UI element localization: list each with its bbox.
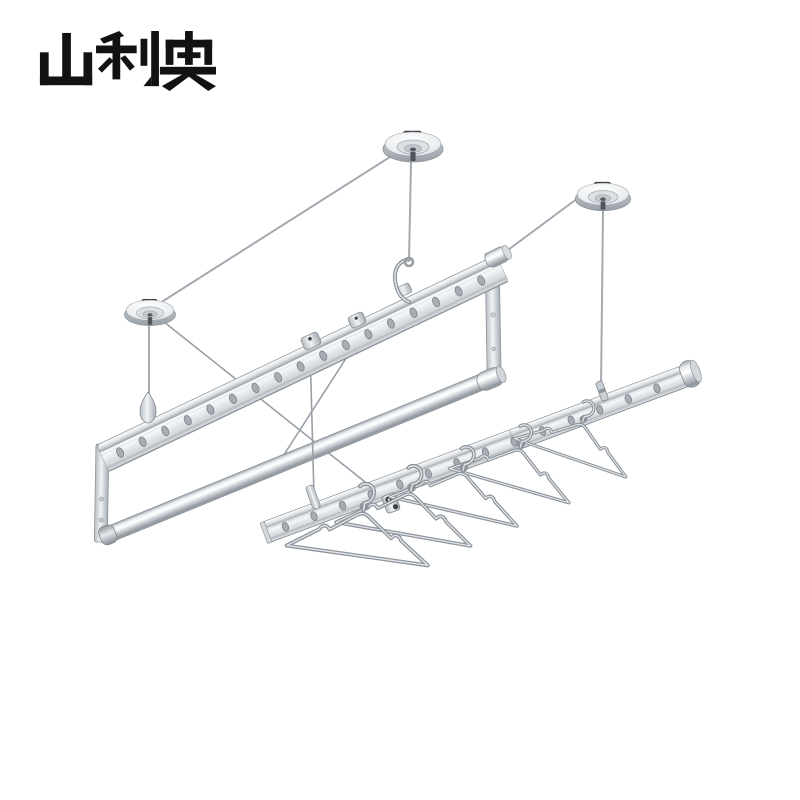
brand-logo-glyphs [39, 31, 216, 91]
frame-top-corner-cap [484, 244, 512, 268]
ceiling-mount-center [382, 130, 444, 163]
right-drop-cable [600, 210, 604, 390]
tube-left-cap [98, 524, 118, 546]
center-drop-cable [408, 161, 412, 262]
ceiling-run-cable-left [159, 156, 391, 304]
ceiling-run-cable-right [499, 197, 579, 257]
diagonal-support-cable [158, 317, 390, 502]
cable-tensioner [139, 391, 157, 424]
glyph-li [96, 31, 159, 87]
rail-cable-collar [595, 380, 609, 402]
rail-right-cap [679, 359, 702, 388]
rail-ring-clamp [305, 484, 321, 510]
glyph-ao [159, 31, 216, 91]
ceiling-mount-left [124, 298, 176, 327]
punched-bar-rod [96, 255, 509, 472]
bar-holes [116, 275, 486, 458]
bar-clamp-left [300, 331, 322, 351]
ceiling-mount-right [574, 181, 632, 212]
bar-clamp-right [347, 311, 367, 329]
cable-hook [392, 256, 415, 304]
lifting-cables [148, 156, 604, 502]
brand-logo: 山利奥 [38, 30, 216, 92]
frame-bottom-corner-cap [476, 366, 507, 391]
glyph-shan [39, 32, 93, 86]
left-end-post [93, 443, 110, 543]
